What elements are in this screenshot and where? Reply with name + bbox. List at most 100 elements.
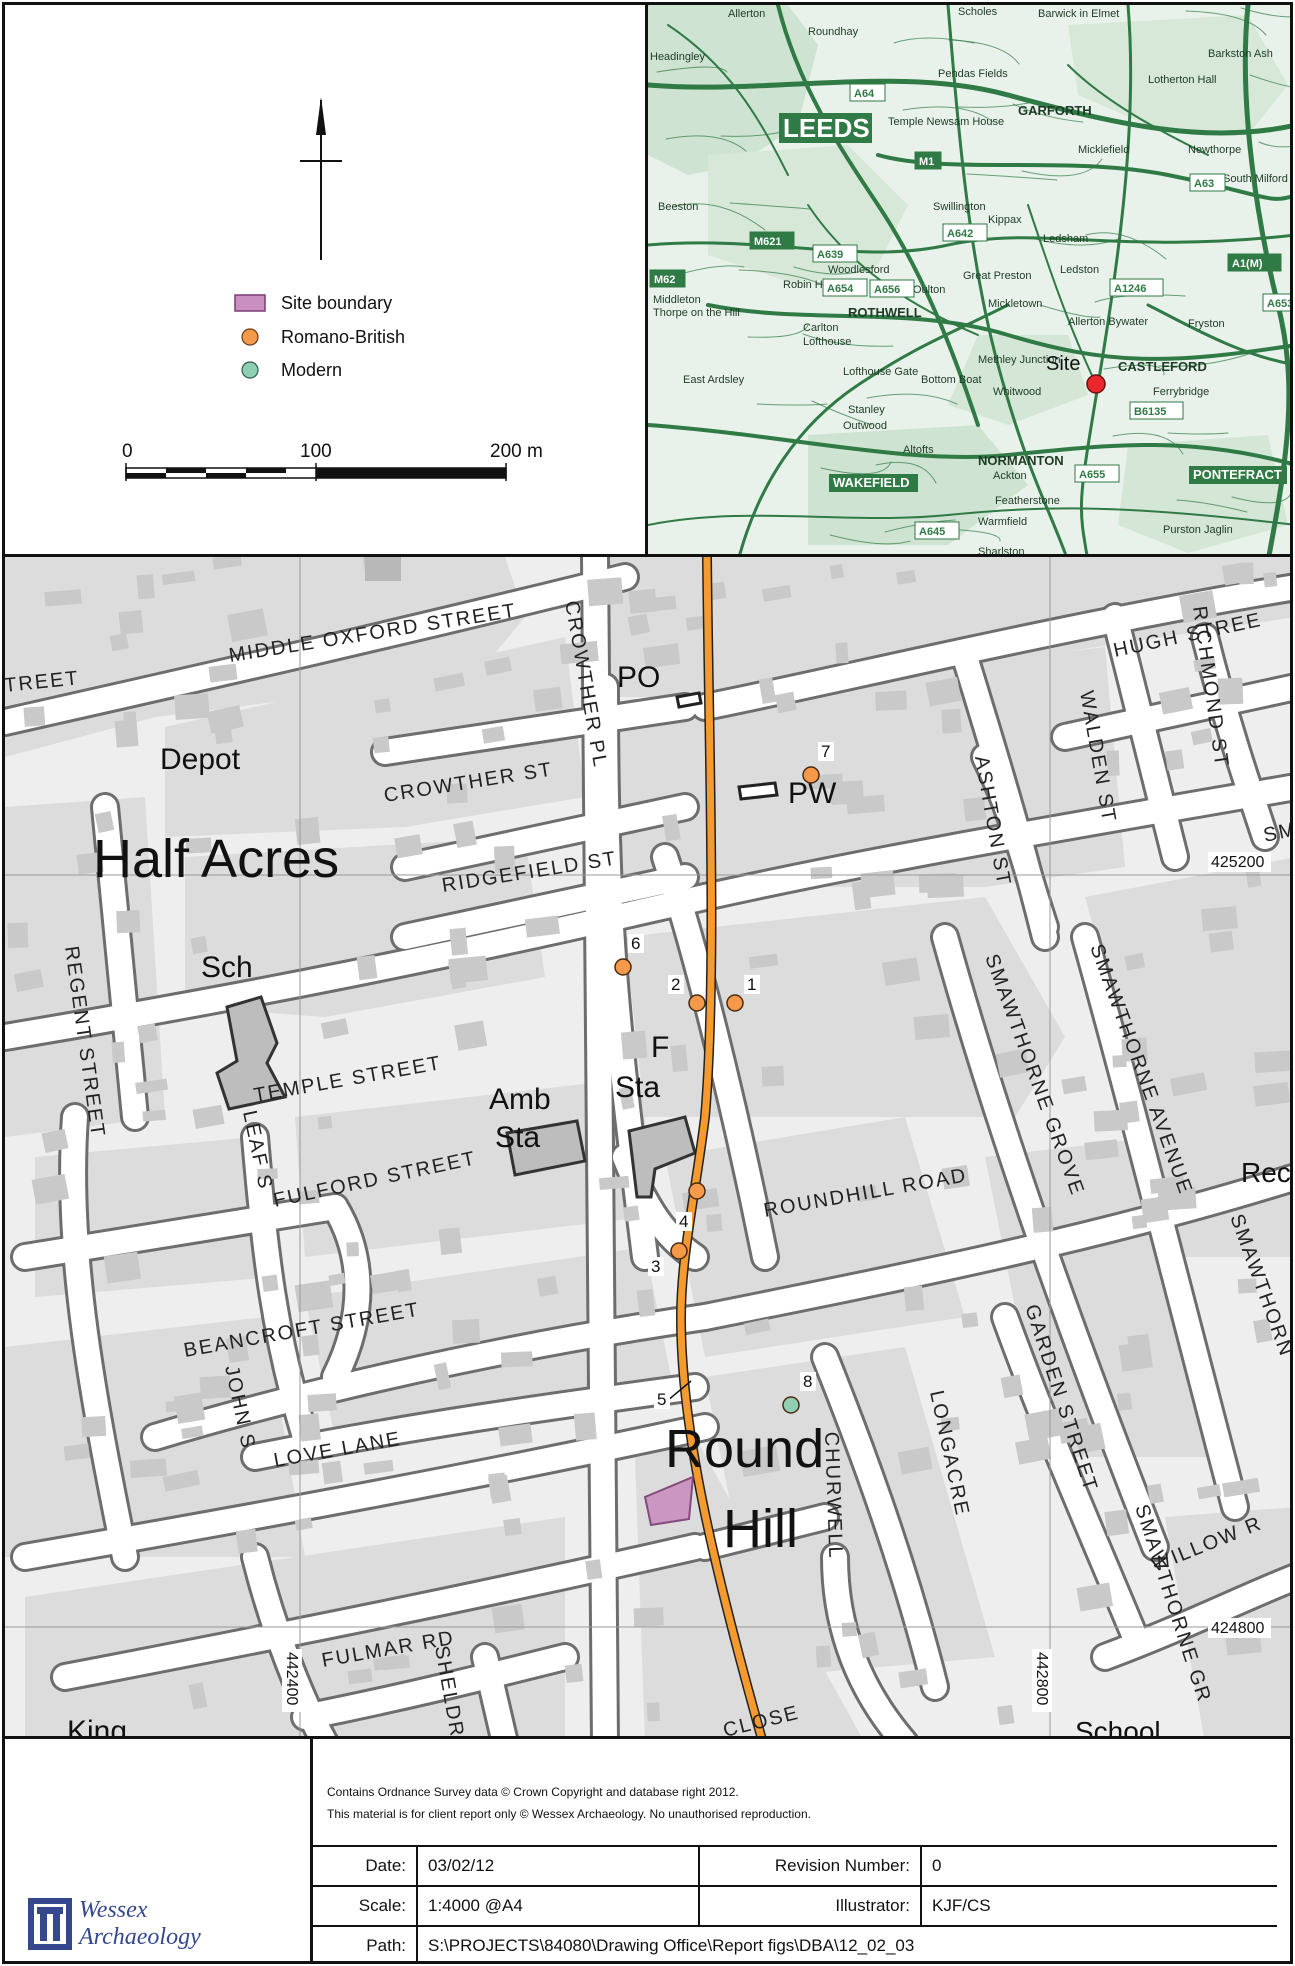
inset-place-label: Newthorpe	[1188, 144, 1241, 156]
legend-label: Site boundary	[281, 292, 393, 313]
illustrator-value: KJF/CS	[920, 1885, 1277, 1927]
inset-place-label: Sharlston	[978, 546, 1024, 558]
inset-place-label: GARFORTH	[1018, 103, 1092, 118]
site-boundary-swatch	[234, 294, 266, 312]
svg-text:5: 5	[657, 1390, 666, 1409]
logo-mark-icon	[28, 1898, 72, 1950]
scale-label-200: 200 m	[490, 441, 543, 462]
inset-place-label: Oulton	[913, 284, 945, 296]
inset-place-label: Swillington	[933, 201, 986, 213]
legend-panel: Site boundary Romano-British Modern 0 10…	[2, 2, 650, 558]
inset-place-label: Ackton	[993, 470, 1027, 482]
svg-text:425200: 425200	[1211, 854, 1264, 871]
inset-road-label: M62	[654, 274, 675, 286]
feature-label: King	[67, 1715, 127, 1740]
inset-place-label: Stanley	[848, 404, 885, 416]
feature-label: Sta	[495, 1121, 540, 1154]
inset-place-label: Middleton	[653, 294, 701, 306]
roman-road-route	[677, 557, 765, 1737]
inset-road-label: M1	[919, 156, 934, 168]
inset-place-label: Barkston Ash	[1208, 48, 1273, 60]
romano-british-dot-icon	[241, 328, 259, 346]
grid-coordinate-label: 424800	[1208, 1618, 1271, 1638]
area-label: Hill	[723, 1499, 798, 1559]
north-arrow	[300, 97, 342, 260]
inset-place-label: Pendas Fields	[938, 68, 1008, 80]
svg-text:442400: 442400	[283, 1652, 300, 1705]
site-point-8: 8	[782, 1372, 816, 1414]
inset-place-label: Mickletown	[988, 298, 1042, 310]
inset-place-label: PONTEFRACT	[1193, 467, 1282, 482]
site-point-7: 7	[802, 742, 834, 784]
grid-coordinate-label: 442800	[1032, 1649, 1052, 1712]
scale-value: 1:4000 @A4	[416, 1885, 700, 1927]
area-label: Half Acres	[93, 829, 339, 889]
drawing-info-table: Date: 03/02/12 Revision Number: 0 Scale:…	[310, 1845, 1277, 1961]
inset-place-label: Thorpe on the Hill	[653, 307, 740, 319]
date-value: 03/02/12	[416, 1845, 700, 1887]
site-point-1: 1	[726, 975, 760, 1012]
svg-text:3: 3	[651, 1257, 660, 1276]
inset-place-label: Lofthouse	[803, 336, 851, 348]
inset-road-label: A1(M)	[1232, 258, 1263, 270]
inset-place-label: Whitwood	[993, 386, 1041, 398]
title-block: Contains Ordnance Survey data © Crown Co…	[2, 1736, 1293, 1964]
svg-text:424800: 424800	[1211, 1620, 1264, 1637]
illustrator-label: Illustrator:	[698, 1885, 922, 1927]
legend-item-modern: Modern	[233, 359, 342, 381]
wessex-archaeology-logo: Wessex Archaeology	[27, 1897, 201, 1951]
inset-place-label: Bottom Boat	[921, 374, 982, 386]
inset-place-label: CASTLEFORD	[1118, 359, 1207, 374]
grid-coordinate-label: 425200	[1208, 852, 1271, 872]
site-marker	[1086, 374, 1106, 394]
scale-label-zero: 0	[122, 441, 133, 462]
path-value: S:\PROJECTS\84080\Drawing Office\Report …	[416, 1925, 1277, 1961]
street-label: TEMPLE STREET	[252, 1052, 443, 1107]
feature-label: Sta	[615, 1071, 660, 1104]
inset-place-label: Beeston	[658, 201, 698, 213]
revision-label: Revision Number:	[698, 1845, 922, 1887]
inset-road-label: A1246	[1114, 283, 1146, 295]
street-label: CHURWELL	[820, 1431, 846, 1560]
inset-place-label: Barwick in Elmet	[1038, 8, 1119, 20]
grid-coordinate-label: 442400	[282, 1649, 302, 1712]
revision-value: 0	[920, 1845, 1277, 1887]
fire-station-building	[627, 1115, 697, 1199]
svg-text:6: 6	[631, 934, 640, 953]
inset-place-label: Temple Newsam House	[888, 116, 1004, 128]
legend-item-romano-british: Romano-British	[233, 326, 405, 348]
inset-place-label: Ledsham	[1043, 233, 1088, 245]
date-label: Date:	[310, 1845, 418, 1887]
os-credit: Contains Ordnance Survey data © Crown Co…	[327, 1785, 739, 1799]
site-boundary-polygon	[643, 1475, 695, 1527]
legend-item-site-boundary: Site boundary	[233, 292, 392, 314]
inset-town-badge	[829, 474, 918, 492]
inset-place-label: Lofthouse Gate	[843, 366, 918, 378]
svg-text:2: 2	[671, 975, 680, 994]
scale-label: Scale:	[310, 1885, 418, 1927]
inset-place-label: Lotherton Hall	[1148, 74, 1217, 86]
legend-label: Romano-British	[281, 326, 406, 347]
site-point-5: 5	[654, 1380, 692, 1409]
inset-place-label: Roundhay	[808, 26, 859, 38]
inset-place-label: Ferrybridge	[1153, 386, 1209, 398]
site-point-4: 4	[676, 1182, 706, 1231]
logo-line-2: Archaeology	[79, 1924, 201, 1950]
inset-road-label: A64	[854, 88, 875, 100]
feature-label: Depot	[160, 743, 241, 776]
legend-label: Modern	[281, 359, 343, 380]
post-office-building	[675, 691, 703, 709]
inset-road-label: A653	[1267, 298, 1293, 310]
logo-line-1: Wessex	[79, 1897, 148, 1923]
inset-place-label: Altofts	[903, 444, 934, 456]
inset-place-label: Woodlesford	[828, 264, 890, 276]
inset-place-label: Featherstone	[995, 495, 1060, 507]
inset-place-label: Carlton	[803, 322, 838, 334]
place-of-worship-building	[737, 781, 779, 801]
site-label: Site	[1046, 353, 1080, 375]
area-label: Round	[665, 1419, 824, 1479]
site-point-3: 3	[648, 1242, 688, 1276]
